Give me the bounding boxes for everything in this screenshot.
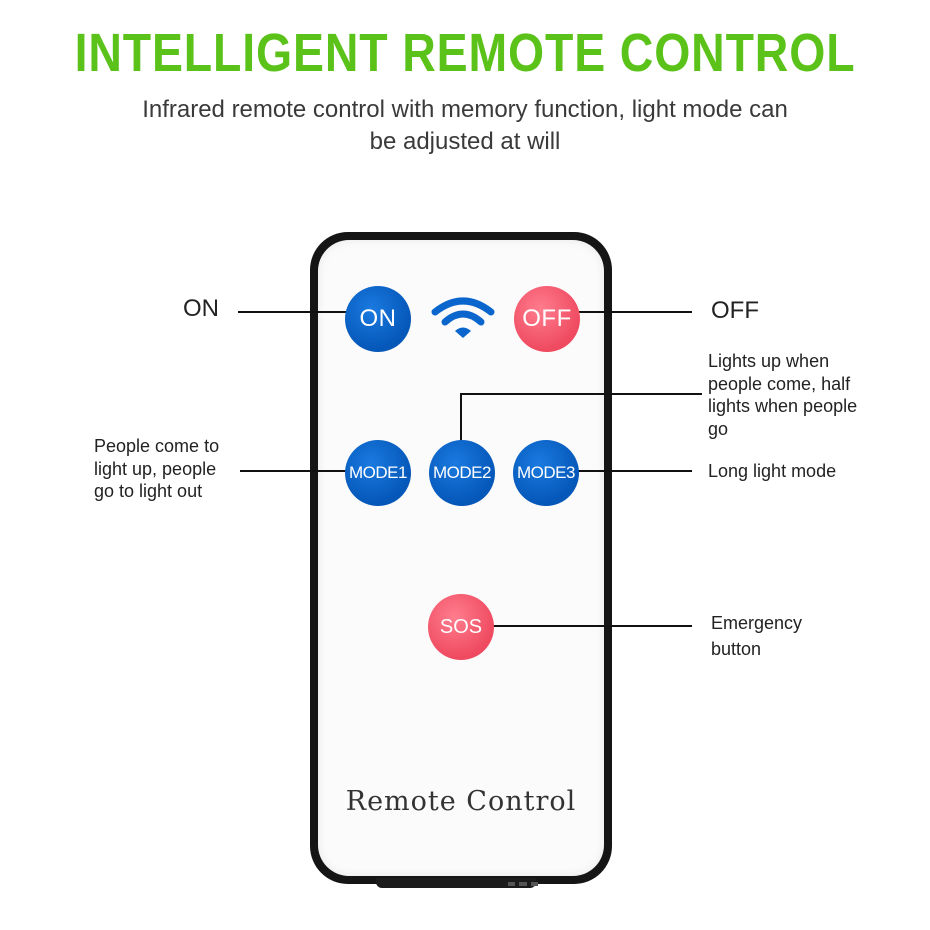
callout-label-off: OFF [711, 297, 759, 324]
callout-line-off [576, 311, 692, 313]
mode2-button[interactable]: MODE2 [429, 440, 495, 506]
page-title: INTELLIGENT REMOTE CONTROL [74, 23, 856, 83]
callout-label-on: ON [183, 295, 219, 322]
callout-line-mode1 [240, 470, 350, 472]
callout-line-mode2-horizontal [460, 393, 702, 395]
mode1-button[interactable]: MODE1 [345, 440, 411, 506]
page-subtitle: Infrared remote control with memory func… [142, 96, 788, 155]
wifi-signal-icon [431, 297, 495, 338]
remote-brand-label: Remote Control [345, 786, 577, 817]
callout-label-mode1: People come to light up, people go to li… [94, 436, 220, 501]
mode3-button[interactable]: MODE3 [513, 440, 579, 506]
sos-button[interactable]: SOS [428, 594, 494, 660]
remote-battery-tab [376, 878, 536, 888]
remote-bottom-slots [508, 882, 538, 886]
callout-line-mode2-vertical [460, 393, 462, 443]
callout-label-mode2: Lights up when people come, half lights … [708, 351, 858, 439]
off-button[interactable]: OFF [514, 286, 580, 352]
on-button[interactable]: ON [345, 286, 411, 352]
callout-line-sos [490, 625, 692, 627]
callout-label-mode3: Long light mode [708, 461, 837, 481]
callout-line-on [238, 311, 350, 313]
callout-line-mode3 [574, 470, 692, 472]
callout-label-sos: Emergency button [711, 613, 803, 659]
